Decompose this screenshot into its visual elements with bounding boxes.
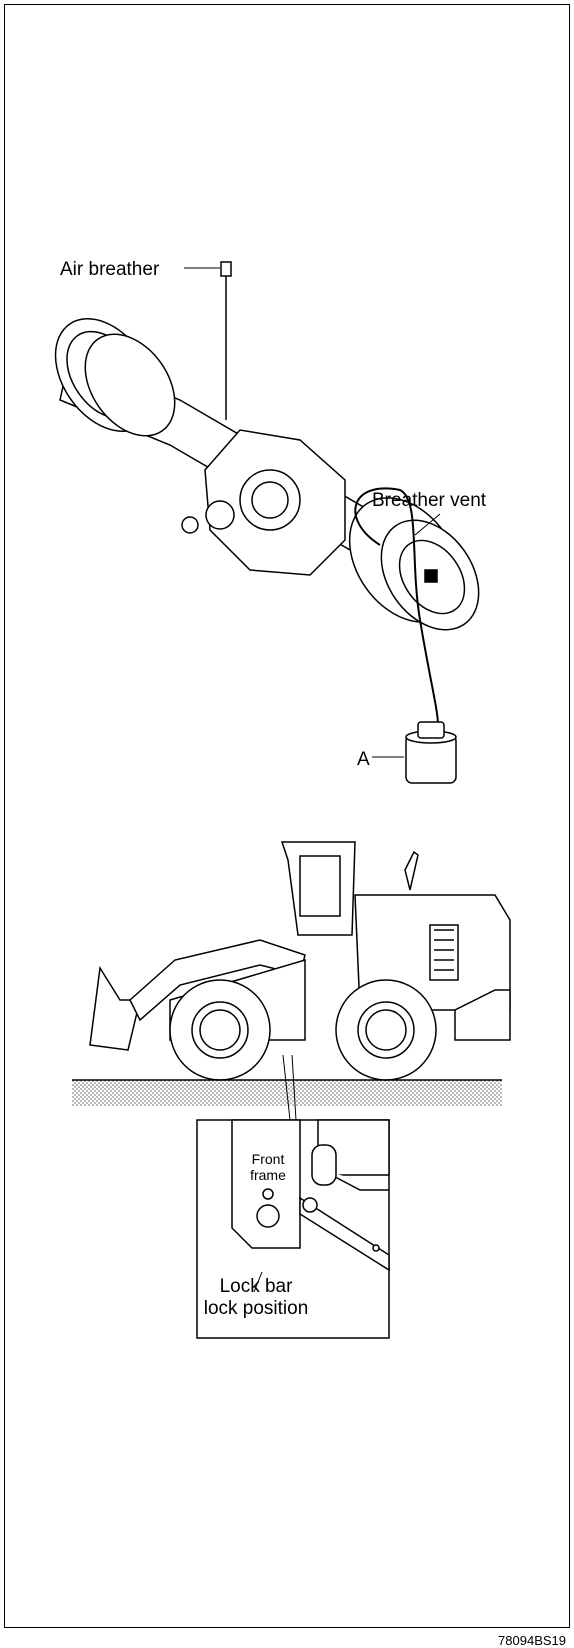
differential-housing xyxy=(181,429,346,576)
wheel-loader-drawing xyxy=(89,841,511,1081)
container-a xyxy=(405,721,457,784)
lock-bar-detail: Front frame Lock bar lock position xyxy=(196,1119,390,1339)
lock-bar-label-line1: Lock bar xyxy=(220,1276,294,1297)
air-breather-fitting xyxy=(220,261,232,277)
container-a-label: A xyxy=(357,749,370,770)
air-breather-label: Air breather xyxy=(60,259,160,280)
front-wheel xyxy=(169,979,271,1081)
right-hub xyxy=(348,497,480,631)
figure-code: 78094BS19 xyxy=(498,1633,566,1648)
axle-drawing xyxy=(54,261,480,784)
bucket xyxy=(89,965,141,1051)
rear-wheel xyxy=(335,979,437,1081)
lock-bar-label-line2: lock position xyxy=(204,1298,309,1319)
front-frame-label-line2: frame xyxy=(250,1167,286,1183)
front-frame-label-line1: Front xyxy=(252,1151,285,1167)
page-frame xyxy=(4,4,570,1628)
left-hub xyxy=(54,318,176,437)
breather-vent-label: Breather vent xyxy=(372,490,487,511)
